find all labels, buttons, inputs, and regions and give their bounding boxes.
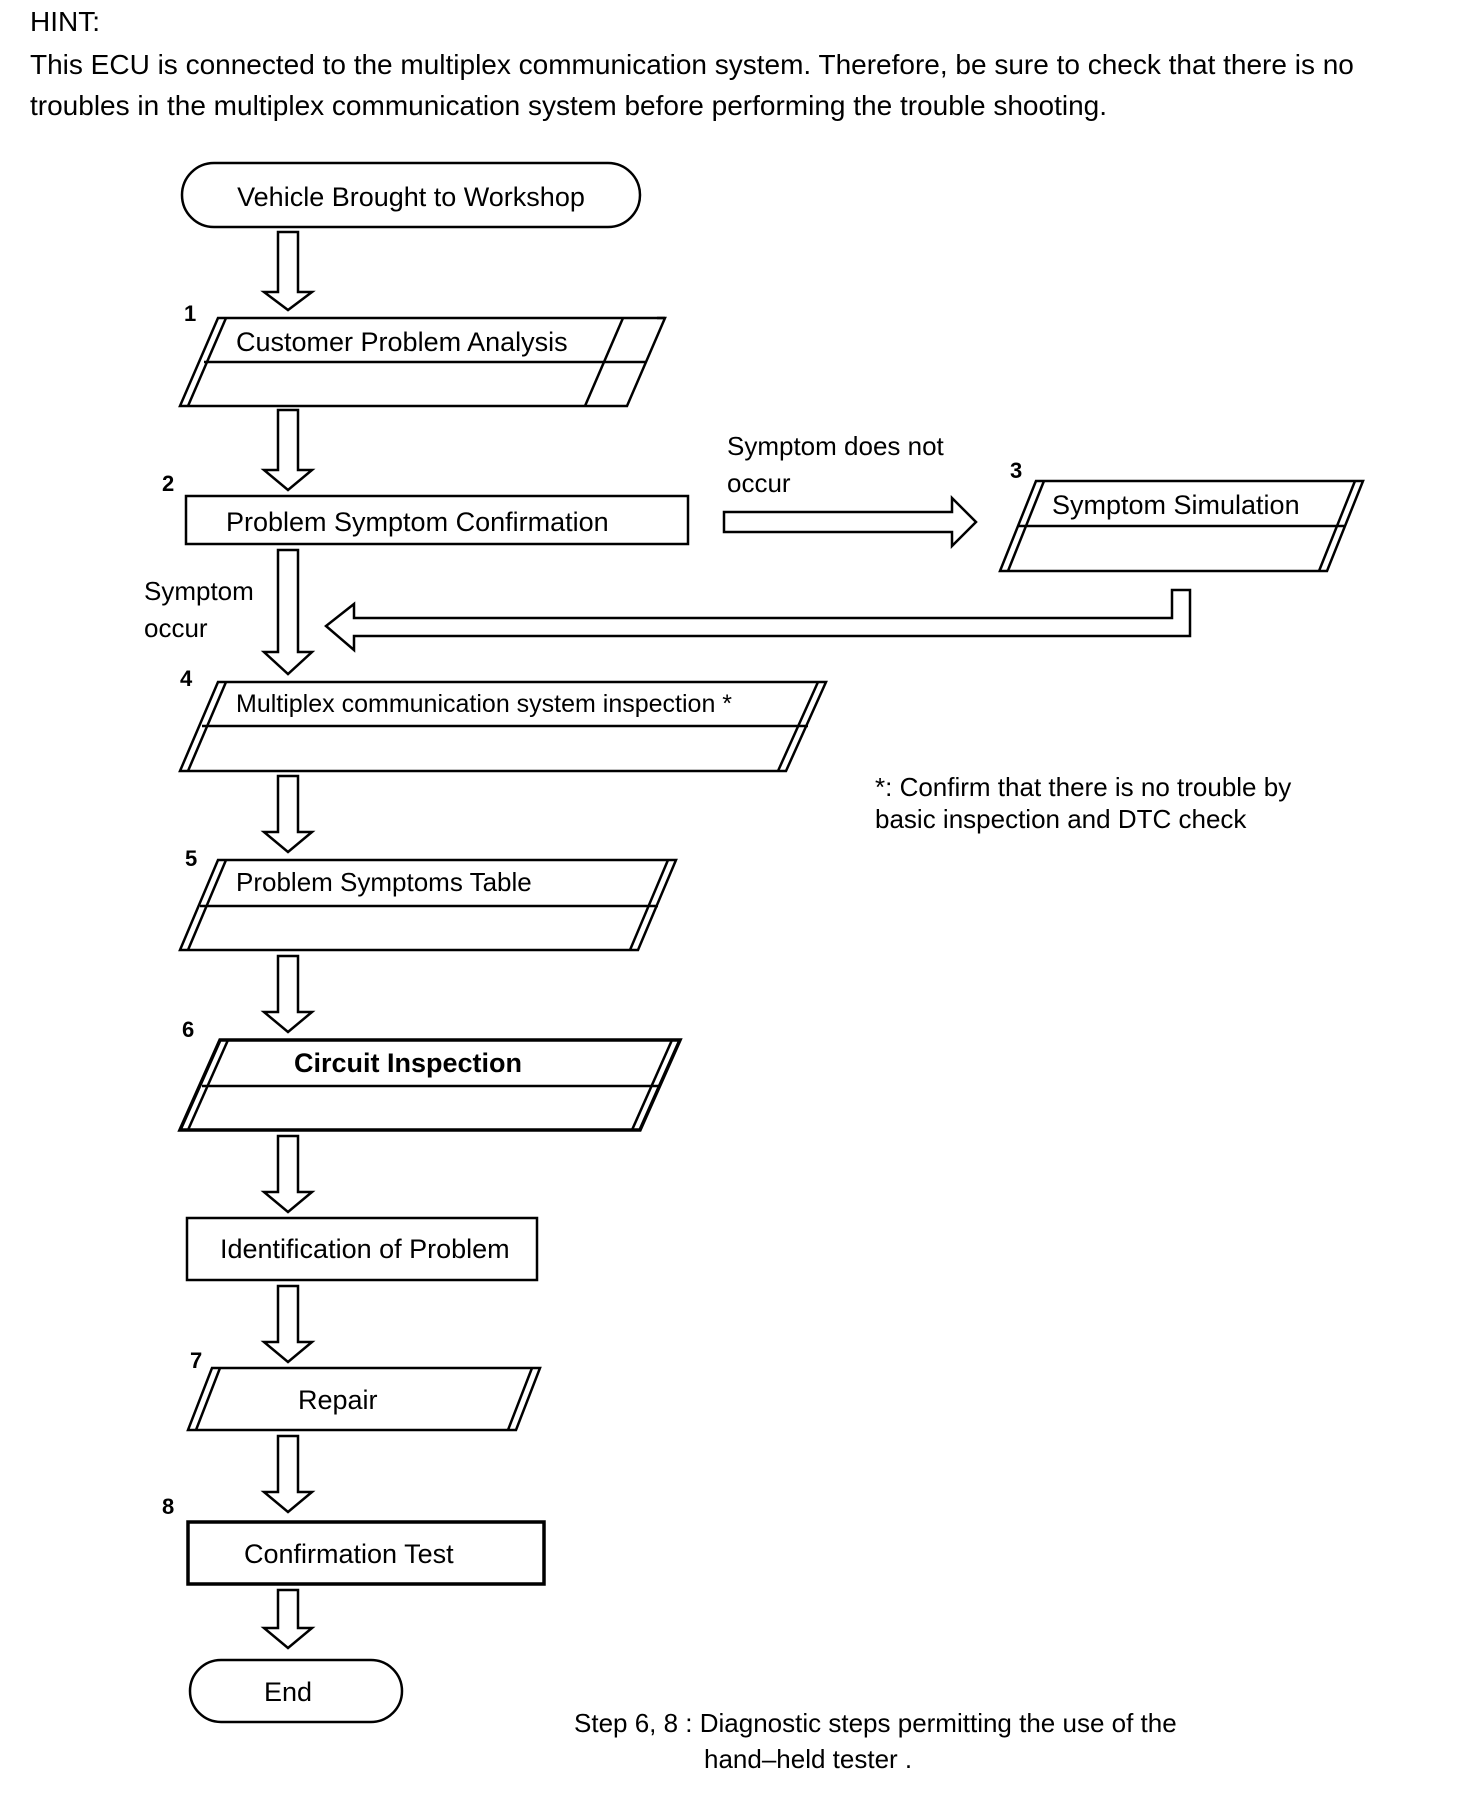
tester-note-line2: hand–held tester . bbox=[704, 1744, 912, 1774]
arrow-step4-to-step5 bbox=[260, 774, 316, 854]
arrow-step7-to-step8 bbox=[260, 1434, 316, 1514]
step7-number: 7 bbox=[190, 1348, 202, 1373]
step6-number: 6 bbox=[182, 1017, 194, 1042]
step1-label: Customer Problem Analysis bbox=[236, 327, 568, 357]
step5-label: Problem Symptoms Table bbox=[236, 867, 532, 897]
step1-box: 1 Customer Problem Analysis bbox=[178, 301, 667, 408]
step6-label: Circuit Inspection bbox=[294, 1048, 522, 1078]
arrow-step2-to-step3 bbox=[722, 494, 978, 550]
footnote-line1: *: Confirm that there is no trouble by bbox=[875, 772, 1291, 802]
step5-box: 5 Problem Symptoms Table bbox=[178, 846, 678, 952]
identification-box: Identification of Problem bbox=[185, 1216, 539, 1282]
step4-number: 4 bbox=[180, 666, 193, 691]
step2-number: 2 bbox=[162, 471, 174, 496]
start-terminal: Vehicle Brought to Workshop bbox=[180, 161, 642, 229]
end-label: End bbox=[264, 1677, 312, 1707]
step8-box: 8 Confirmation Test bbox=[162, 1494, 546, 1586]
arrow-step2-to-step4 bbox=[260, 548, 316, 676]
arrow-step6-to-identification bbox=[260, 1134, 316, 1214]
branch-yes-label-line2: occur bbox=[144, 613, 208, 643]
branch-no-label-line1: Symptom does not bbox=[727, 431, 945, 461]
step2-label: Problem Symptom Confirmation bbox=[226, 507, 609, 537]
branch-yes-label-line1: Symptom bbox=[144, 576, 254, 606]
step6-box: 6 Circuit Inspection bbox=[177, 1017, 683, 1132]
arrow-step3-return bbox=[324, 588, 1192, 653]
step4-label: Multiplex communication system inspectio… bbox=[236, 690, 732, 718]
arrow-step5-to-step6 bbox=[260, 954, 316, 1034]
hint-title: HINT: bbox=[30, 6, 100, 37]
tester-note-line1: Step 6, 8 : Diagnostic steps permitting … bbox=[574, 1708, 1177, 1738]
step8-label: Confirmation Test bbox=[244, 1539, 454, 1569]
arrow-step8-to-end bbox=[260, 1588, 316, 1650]
step3-label: Symptom Simulation bbox=[1052, 490, 1300, 520]
step2-box: 2 Problem Symptom Confirmation bbox=[162, 471, 690, 546]
arrow-step1-to-step2 bbox=[260, 408, 316, 492]
step5-number: 5 bbox=[185, 846, 197, 871]
step7-label: Repair bbox=[298, 1385, 378, 1415]
arrow-identification-to-step7 bbox=[260, 1284, 316, 1364]
step3-box: 3 Symptom Simulation bbox=[998, 458, 1365, 573]
identification-label: Identification of Problem bbox=[220, 1234, 510, 1264]
footnote-line2: basic inspection and DTC check bbox=[875, 804, 1247, 834]
arrow-start-to-step1 bbox=[260, 230, 316, 312]
end-terminal: End bbox=[188, 1658, 404, 1724]
hint-text: This ECU is connected to the multiplex c… bbox=[30, 49, 1354, 121]
step7-box: 7 Repair bbox=[186, 1348, 542, 1432]
step1-number: 1 bbox=[184, 301, 196, 326]
branch-no-label-line2: occur bbox=[727, 468, 791, 498]
step4-box: 4 Multiplex communication system inspect… bbox=[178, 666, 828, 773]
step3-number: 3 bbox=[1010, 458, 1022, 483]
start-label: Vehicle Brought to Workshop bbox=[237, 182, 585, 212]
step8-number: 8 bbox=[162, 1494, 174, 1519]
